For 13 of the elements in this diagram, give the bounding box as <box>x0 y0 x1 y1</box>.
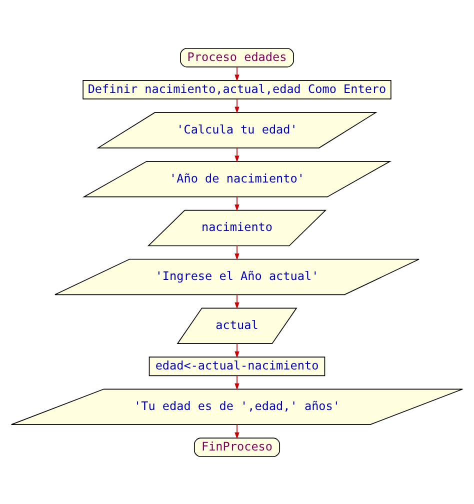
arrow <box>234 374 240 390</box>
arrow <box>234 294 240 309</box>
arrow <box>234 424 240 439</box>
node-box: FinProceso <box>194 437 280 457</box>
arrow <box>234 245 240 260</box>
arrow <box>234 342 240 358</box>
node-box: Definir nacimiento,actual,edad Como Entero <box>82 80 392 99</box>
arrow <box>234 66 240 81</box>
arrow <box>234 98 240 113</box>
arrow <box>234 147 240 162</box>
node-box: edad<-actual-nacimiento <box>148 356 326 376</box>
node-box: Proceso edades <box>180 47 294 67</box>
arrow <box>234 196 240 211</box>
